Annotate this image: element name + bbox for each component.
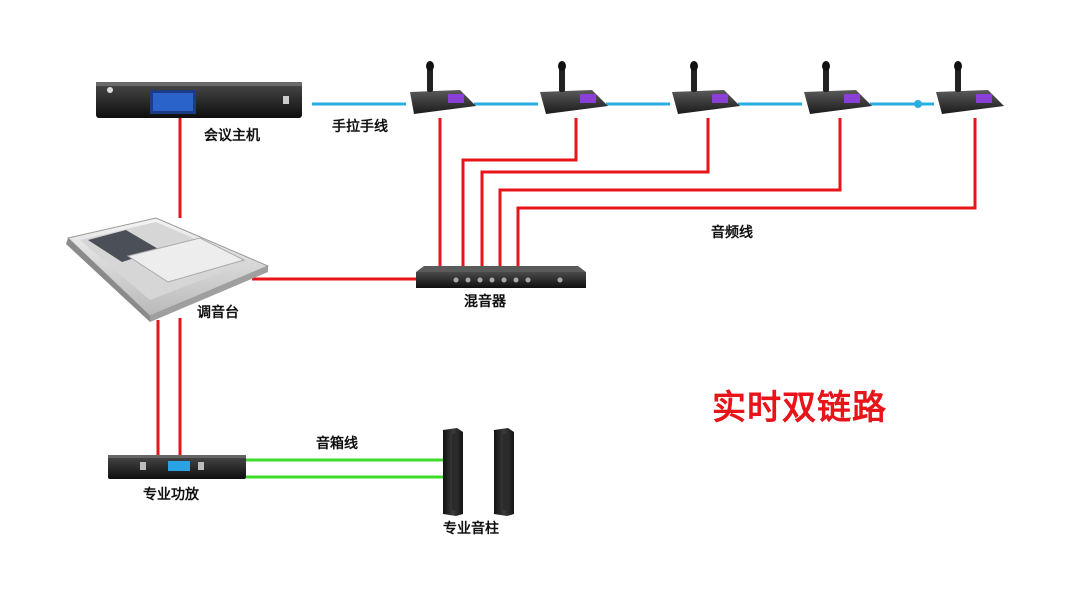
speaker-lines [246,458,444,479]
handpull-cable [312,100,934,108]
mixer-label: 混音器 [464,294,506,310]
microphone-unit-icon [936,61,1004,114]
power-amplifier-icon [108,455,246,479]
column-speaker-icon [443,428,463,516]
audio-line-label: 音频线 [711,225,753,241]
amplifier-label: 专业功放 [143,487,199,503]
conference-host-icon [96,82,302,118]
handpull-cable-label: 手拉手线 [332,119,388,135]
console-label: 调音台 [197,305,239,321]
mixing-console-icon [66,217,270,322]
audio-lines [156,116,977,455]
speaker-column-label: 专业音柱 [443,521,499,537]
audio-mixer-icon [416,266,586,288]
speaker-line-label: 音箱线 [316,436,358,452]
column-speaker-icon [494,428,514,516]
microphone-unit-icon [410,61,476,114]
host-label: 会议主机 [204,128,260,144]
microphone-unit-icon [672,61,740,114]
microphone-unit-icon [804,61,872,114]
microphone-unit-icon [540,61,608,114]
headline: 实时双链路 [712,388,887,428]
